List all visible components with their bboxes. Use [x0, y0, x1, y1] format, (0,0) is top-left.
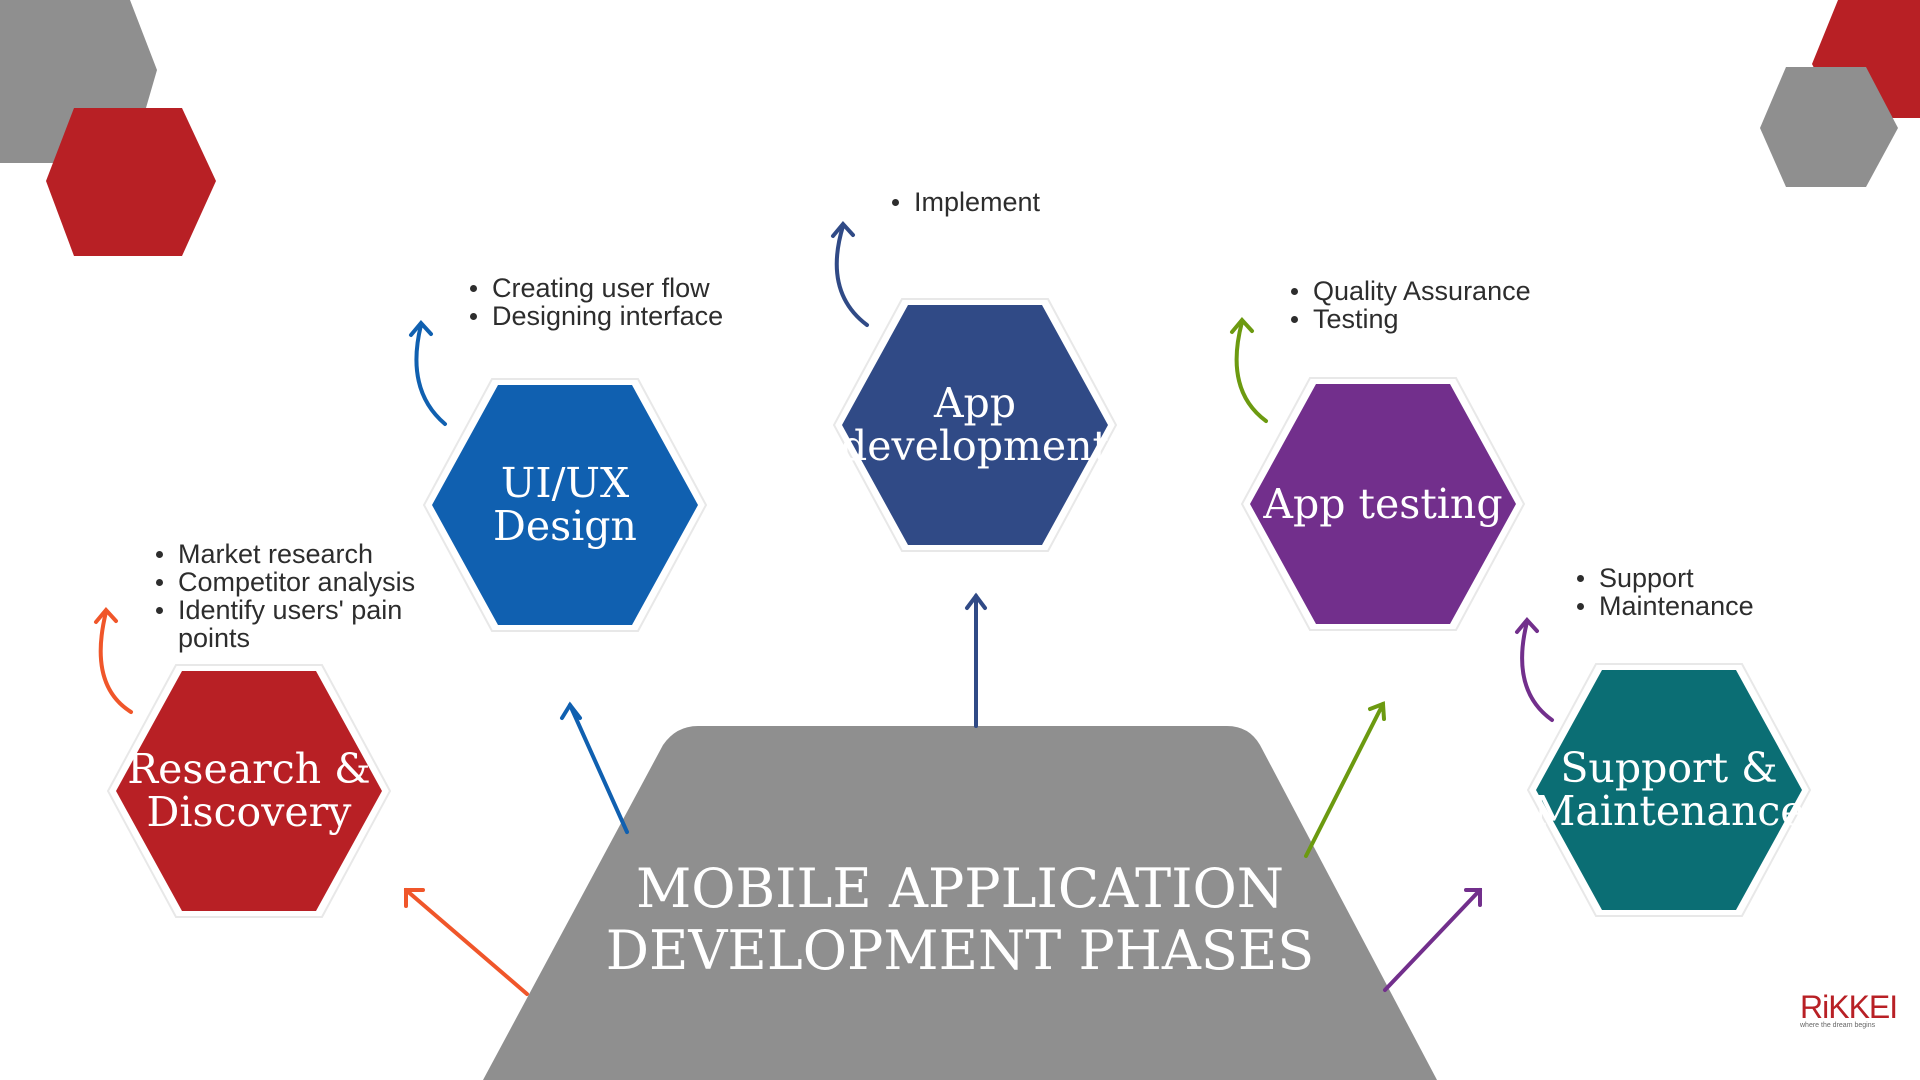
curve-arrow-appdev — [834, 224, 869, 327]
phase-label: App testing — [1263, 479, 1503, 528]
arrow-to-testing — [1304, 702, 1385, 858]
bullet-item: Creating user flow — [464, 274, 784, 302]
hexagon-support-maintenance: Support & Maintenance — [1526, 662, 1812, 918]
curve-arrow-research — [98, 610, 133, 714]
arrow-to-research — [404, 888, 529, 996]
hexagon-shape — [832, 298, 1118, 552]
curve-arrow-testing — [1234, 320, 1268, 423]
bullets-appdev: Implement — [886, 188, 1126, 216]
corner-red-hexagon — [46, 108, 216, 256]
hexagon-shape — [422, 378, 708, 632]
phase-label: Research & Discovery — [127, 745, 371, 836]
logo-mark: RiKKEI — [1800, 989, 1898, 1025]
bullet-item: Implement — [886, 188, 1126, 216]
corner-gray-hexagon-right — [1760, 67, 1898, 187]
curve-arrow-support — [1520, 620, 1554, 722]
phase-label: Support & Maintenance — [1533, 744, 1805, 835]
hexagon-shape — [1240, 377, 1526, 631]
arrow-to-uiux — [568, 703, 629, 834]
company-logo: RiKKEI where the dream begins — [1800, 989, 1898, 1035]
hexagon-uiux-design: UI/UX Design — [422, 377, 708, 633]
bullet-item: Support — [1571, 564, 1831, 592]
bullets-research: Market research Competitor analysis Iden… — [150, 540, 450, 652]
connector-arrows — [404, 592, 1482, 996]
phase-label: App development — [840, 379, 1109, 470]
bullets-testing: Quality Assurance Testing — [1285, 277, 1585, 333]
diagram-title: MOBILE APPLICATION DEVELOPMENT PHASES — [560, 858, 1360, 982]
logo-tagline: where the dream begins — [1800, 1022, 1876, 1029]
curve-arrow-uiux — [414, 323, 447, 426]
bullet-item: Designing interface — [464, 302, 784, 330]
bullet-item: Quality Assurance — [1285, 277, 1585, 305]
bullet-item: Maintenance — [1571, 592, 1831, 620]
bullets-uiux: Creating user flow Designing interface — [464, 274, 784, 330]
hexagon-shape — [106, 664, 392, 918]
bullet-item: Market research — [150, 540, 450, 568]
bullet-item: Identify users' pain points — [150, 596, 418, 652]
arrow-to-support — [1383, 888, 1482, 992]
phase-label: UI/UX Design — [493, 459, 637, 550]
hexagon-shape — [1526, 663, 1812, 917]
bullets-support: Support Maintenance — [1571, 564, 1831, 620]
hexagon-app-development: App development — [832, 297, 1118, 553]
title-line-1: MOBILE APPLICATION — [635, 857, 1285, 920]
curved-arrows — [94, 220, 1554, 722]
bullet-item: Competitor analysis — [150, 568, 450, 596]
hexagon-app-testing: App testing — [1240, 376, 1526, 632]
center-trapezoid — [483, 726, 1437, 1080]
title-line-2: DEVELOPMENT PHASES — [605, 919, 1315, 982]
bullet-item: Testing — [1285, 305, 1585, 333]
hexagon-research-discovery: Research & Discovery — [106, 663, 392, 919]
